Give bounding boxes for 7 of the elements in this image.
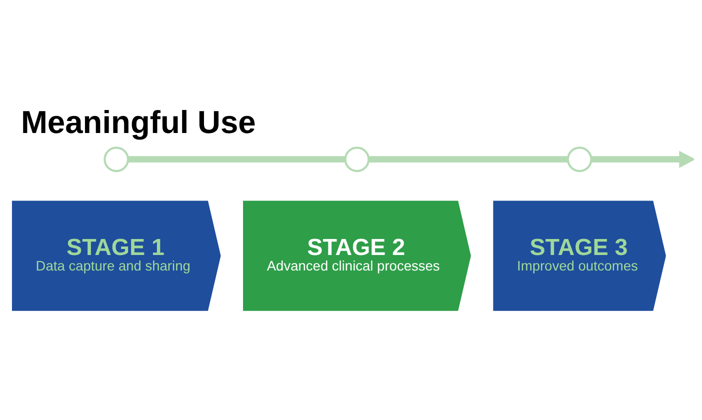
node-circle [104, 146, 130, 172]
connector [368, 156, 568, 162]
diagram-title: Meaningful Use [20, 103, 256, 140]
node-circle [566, 146, 592, 172]
node-circle [344, 146, 370, 172]
connector [128, 156, 346, 162]
arrow [591, 150, 694, 168]
